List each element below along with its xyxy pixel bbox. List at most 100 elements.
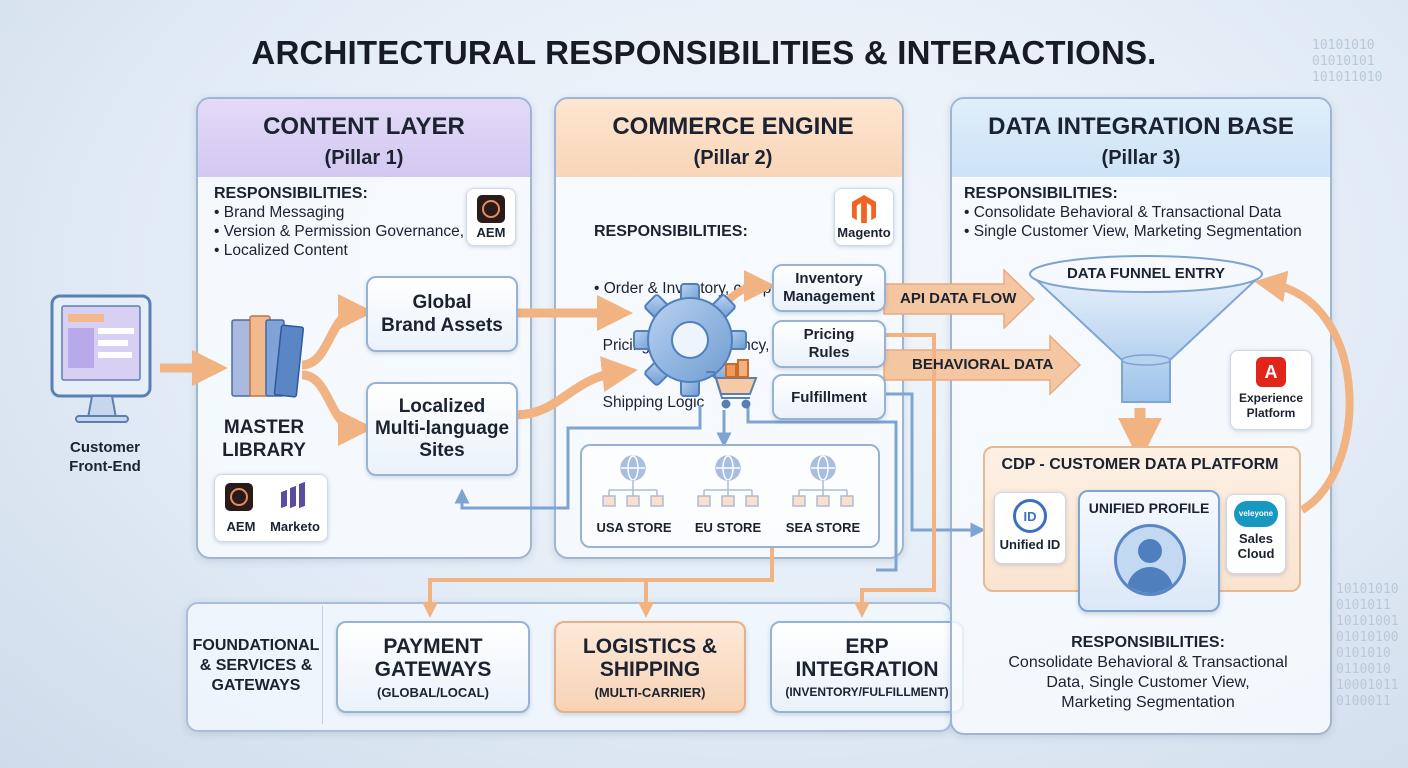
behavioral-data-label: BEHAVIORAL DATA: [912, 356, 1054, 373]
commerce-resp-item: Shipping Logic: [594, 394, 705, 411]
payment-title-2: GATEWAYS: [374, 657, 492, 681]
arrow-cdp-to-funnel-loop: [1254, 270, 1354, 514]
data-bottom-responsibilities: RESPONSIBILITIES: Consolidate Behavioral…: [990, 633, 1306, 713]
data-funnel-label: DATA FUNNEL ENTRY: [1066, 265, 1226, 282]
foundation-label: FOUNDATIONAL& SERVICES &GATEWAYS: [192, 637, 320, 694]
content-header: CONTENT LAYER (Pillar 1): [196, 113, 532, 170]
aem-tool-icon: [225, 483, 253, 511]
logistics-shipping-box[interactable]: LOGISTICS & SHIPPING (MULTI-CARRIER): [554, 621, 746, 713]
experience-line1: Experience: [1238, 391, 1304, 405]
salesforce-cloud-icon: veleyone: [1234, 501, 1278, 527]
data-responsibilities: RESPONSIBILITIES: • Consolidate Behavior…: [964, 184, 1302, 241]
aem-tool-label: AEM: [226, 519, 256, 534]
aem-badge: AEM: [466, 188, 516, 246]
data-resp-item: • Single Customer View, Marketing Segmen…: [964, 223, 1302, 240]
arrow-library-to-localized: [301, 370, 374, 446]
data-resp2-heading: RESPONSIBILITIES:: [1071, 634, 1225, 651]
marketo-icon: [281, 481, 307, 509]
stores-panel: [580, 444, 880, 548]
content-resp-item: • Localized Content: [214, 242, 348, 259]
data-funnel-icon: [1028, 255, 1264, 403]
global-brand-assets-line2: Brand Assets: [381, 315, 503, 336]
aem-badge-label: AEM: [476, 225, 506, 240]
foundation-divider: [322, 606, 323, 724]
api-data-flow-arrow: [883, 268, 1036, 330]
erp-integration-box[interactable]: ERP INTEGRATION (INVENTORY/FULFILLMENT): [770, 621, 964, 713]
erp-subtitle: (INVENTORY/FULFILLMENT): [785, 685, 949, 699]
localized-line1: Localized: [398, 396, 486, 417]
content-resp-heading: RESPONSIBILITIES:: [214, 185, 368, 202]
data-header: DATA INTEGRATION BASE (Pillar 3): [950, 113, 1332, 170]
page-title: ARCHITECTURAL RESPONSIBILITIES & INTERAC…: [251, 34, 1157, 71]
data-resp2-item: Marketing Segmentation: [1061, 694, 1235, 711]
fulfillment-box[interactable]: Fulfillment: [772, 374, 886, 420]
pricing-rules-box[interactable]: Pricing Rules: [772, 320, 886, 368]
data-resp-item: • Consolidate Behavioral & Transactional…: [964, 204, 1282, 221]
content-subtitle: (Pillar 1): [324, 147, 404, 169]
magento-badge: Magento: [834, 188, 894, 246]
user-profile-icon: [1114, 524, 1186, 596]
content-title: CONTENT LAYER: [263, 113, 465, 140]
data-title: DATA INTEGRATION BASE: [988, 113, 1294, 140]
unified-id-icon: ID: [1013, 499, 1047, 533]
shopping-cart-icon: [706, 359, 758, 409]
global-brand-assets-line1: Global: [412, 292, 472, 313]
content-resp-item: • Version & Permission Governance,: [214, 223, 465, 240]
line-fulfillment-to-cdp: [884, 392, 986, 538]
erp-title-2: INTEGRATION: [795, 658, 939, 681]
magento-badge-label: Magento: [837, 225, 891, 240]
sales-cloud-badge[interactable]: veleyone Sales Cloud: [1226, 494, 1286, 574]
arrow-gear-to-inventory: [725, 270, 776, 304]
usa-store-label[interactable]: USA STORE: [596, 520, 672, 535]
localized-sites-box[interactable]: Localized Multi-language Sites: [366, 382, 518, 476]
logistics-title-2: SHIPPING: [599, 657, 701, 681]
global-brand-assets-box[interactable]: Global Brand Assets: [366, 276, 518, 352]
aem-logo-icon: [477, 195, 505, 223]
adobe-logo-icon: A: [1256, 357, 1286, 387]
cdp-title: CDP - CUSTOMER DATA PLATFORM: [1001, 456, 1279, 473]
unified-id-badge[interactable]: ID Unified ID: [994, 492, 1066, 564]
localized-line2: Multi-language: [374, 418, 510, 439]
commerce-subtitle: (Pillar 2): [693, 147, 773, 169]
commerce-resp-heading: RESPONSIBILITIES:: [594, 223, 748, 240]
inventory-management-box[interactable]: Inventory Management: [772, 264, 886, 312]
data-header-band: [952, 99, 1330, 177]
payment-gateways-box[interactable]: PAYMENT GATEWAYS (GLOBAL/LOCAL): [336, 621, 530, 713]
data-resp2-item: Data, Single Customer View,: [1046, 674, 1250, 691]
eu-store-label[interactable]: EU STORE: [694, 520, 762, 535]
commerce-title: COMMERCE ENGINE: [612, 113, 854, 140]
arrow-localized-to-gear: [514, 356, 638, 420]
pricing-line1: Pricing: [803, 326, 855, 343]
marketo-tool-label: Marketo: [270, 519, 320, 534]
inventory-line1: Inventory: [795, 270, 863, 287]
line-pricing-to-erp: [854, 333, 936, 618]
desktop-monitor-icon: [50, 294, 152, 423]
arrow-library-to-global: [301, 294, 374, 370]
content-tools-badge: AEM Marketo: [214, 474, 328, 542]
content-resp-item: • Brand Messaging: [214, 204, 345, 221]
sales-line1: Sales: [1239, 531, 1273, 546]
line-gear-to-localized-return: [454, 405, 702, 510]
sea-store-label[interactable]: SEA STORE: [785, 520, 861, 535]
unified-profile-card[interactable]: UNIFIED PROFILE: [1078, 490, 1220, 612]
commerce-header-band: [556, 99, 902, 177]
pricing-line2: Rules: [808, 344, 850, 361]
experience-line2: Platform: [1246, 406, 1296, 420]
erp-title-1: ERP: [845, 635, 889, 658]
payment-subtitle: (GLOBAL/LOCAL): [377, 684, 489, 700]
api-data-flow-label: API DATA FLOW: [900, 290, 1017, 307]
content-responsibilities: RESPONSIBILITIES: • Brand Messaging • Ve…: [214, 184, 464, 260]
fulfillment-label: Fulfillment: [791, 388, 867, 406]
experience-platform-badge: A Experience Platform: [1230, 350, 1312, 430]
master-library-books-icon: [231, 315, 305, 398]
gear-icon: [633, 283, 747, 397]
payment-title-1: PAYMENT: [383, 634, 483, 658]
line-stores-to-foundation: [422, 548, 774, 618]
data-subtitle: (Pillar 3): [1101, 147, 1181, 169]
logistics-subtitle: (MULTI-CARRIER): [594, 684, 706, 700]
data-resp2-item: Consolidate Behavioral & Transactional: [1008, 654, 1288, 671]
